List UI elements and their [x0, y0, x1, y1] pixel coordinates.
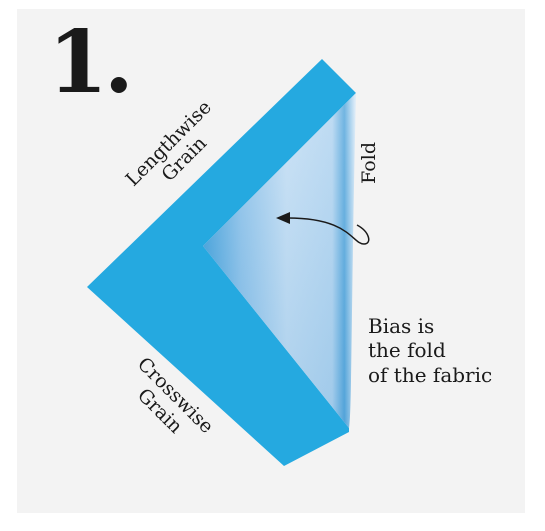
fold-label: Fold — [357, 142, 380, 184]
bias-caption: Bias is the fold of the fabric — [368, 314, 492, 387]
bias-line1: Bias is — [368, 314, 435, 338]
step-number: 1. — [48, 12, 134, 113]
bias-line3: of the fabric — [368, 362, 493, 387]
bias-arrow — [287, 217, 370, 245]
bias-line2: the fold — [368, 338, 446, 363]
fabric-body — [87, 59, 356, 466]
fold-flap-shade — [203, 93, 356, 428]
arrow-head-icon — [276, 212, 290, 224]
